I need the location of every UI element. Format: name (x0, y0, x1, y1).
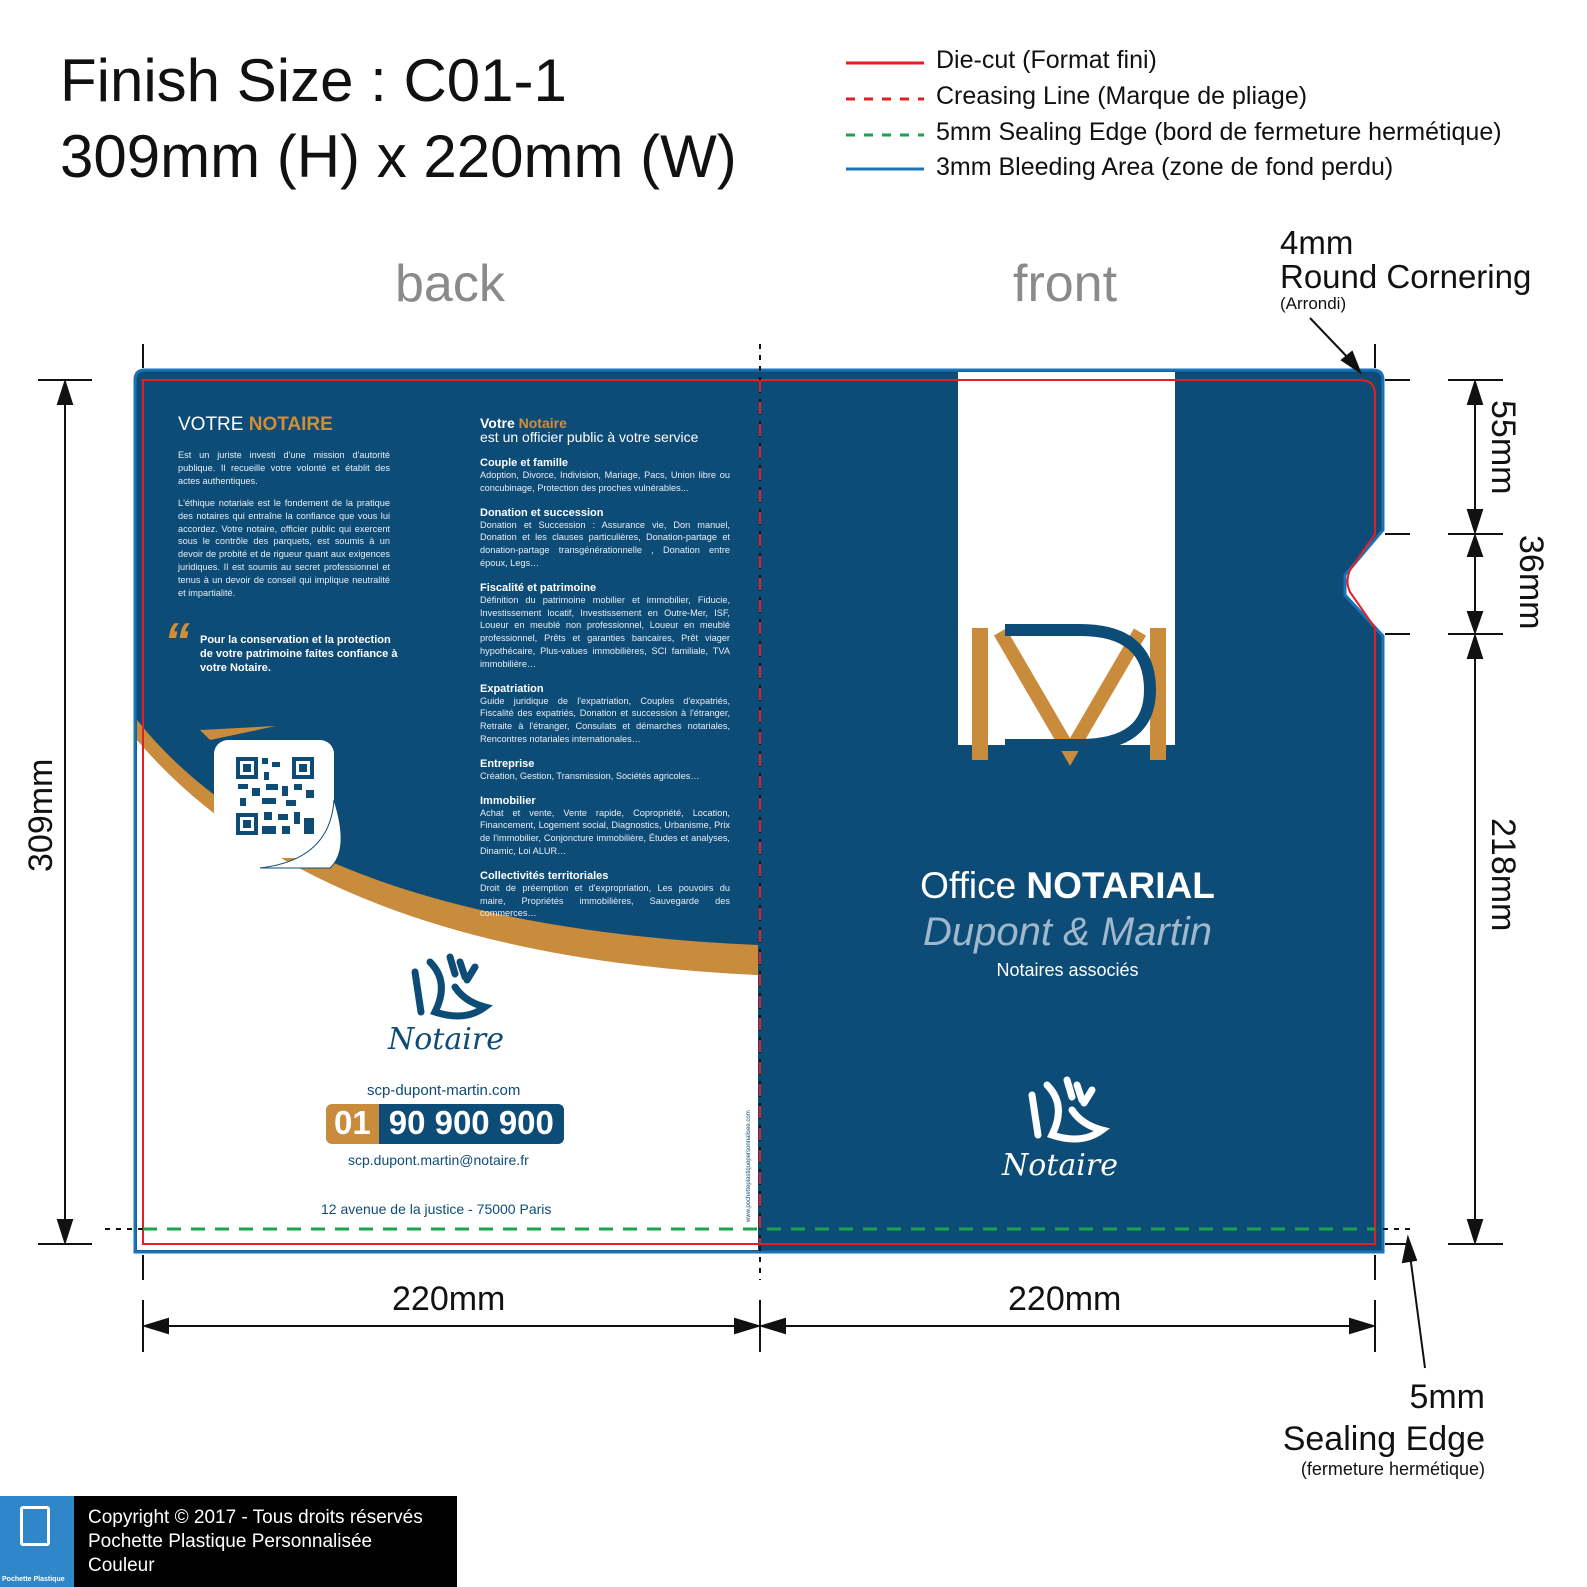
service-title: Entreprise (480, 757, 535, 770)
right-bottom-dimension: 218mm (1484, 818, 1522, 932)
back-label: back (395, 255, 505, 313)
footer-logo: Pochette Plastique (0, 1496, 74, 1587)
diecut-line (142, 379, 1376, 1245)
front-notaire-emblem-icon (1028, 1076, 1110, 1143)
service-title: Couple et famille (480, 457, 569, 469)
height-dimension: 309mm (22, 758, 60, 872)
front-subtitle: Notaires associés (996, 960, 1139, 980)
front-label: front (1013, 255, 1118, 313)
service-text: Adoption, Divorce, Indivision, Mariage, … (480, 470, 730, 493)
sealing-size: 5mm (1409, 1378, 1485, 1416)
sealing-title: Sealing Edge (1282, 1420, 1485, 1458)
title-line2: 309mm (H) x 220mm (W) (60, 123, 737, 190)
services-block: Votre Notaire est un officier public à v… (480, 415, 730, 919)
width-front-dimension: 220mm (1008, 1280, 1122, 1318)
corner-sub: (Arrondi) (1280, 294, 1347, 313)
back-heading: VOTRE NOTAIRE (178, 414, 333, 435)
service-title: Collectivités territoriales (480, 869, 609, 882)
quote-mark-icon: “ (164, 613, 190, 671)
width-back-dimension: 220mm (392, 1280, 506, 1318)
front-white-strip (958, 372, 1175, 745)
address: 12 avenue de la justice - 75000 Paris (321, 1201, 552, 1217)
service-title: Immobilier (480, 794, 536, 807)
right-top-dimension: 55mm (1484, 400, 1522, 495)
service-text: Achat et vente, Vente rapide, Copropriét… (480, 807, 730, 856)
website-link[interactable]: scp-dupont-martin.com (367, 1082, 521, 1099)
back-notaire-logo-text: Notaire (388, 1022, 504, 1057)
phone-number[interactable]: 01 90 900 900 (326, 1104, 564, 1144)
notaire-emblem-icon (411, 953, 493, 1020)
back-para1: Est un juriste investi d'une mission d'a… (178, 450, 390, 486)
corner-title: Round Cornering (1280, 258, 1532, 295)
front-names: Dupont & Martin (922, 910, 1213, 954)
corner-size: 4mm (1280, 224, 1354, 261)
right-mid-dimension: 36mm (1512, 535, 1550, 630)
service-text: Création, Gestion, Transmission, Société… (480, 770, 700, 781)
service-text: Droit de préemption et d'expropriation, … (480, 882, 730, 919)
service-title: Expatriation (480, 682, 544, 695)
legend-diecut: Die-cut (Format fini) (936, 46, 1157, 74)
sealing-sub: (fermeture hermétique) (1300, 1459, 1485, 1479)
qr-code-icon (236, 757, 314, 835)
email-link[interactable]: scp.dupont.martin@notaire.fr (348, 1152, 529, 1168)
legend-sealing: 5mm Sealing Edge (bord de fermeture herm… (936, 118, 1502, 146)
vertical-url: www.pochetteplastiquepersonnalisee.com (746, 1110, 752, 1222)
service-title: Fiscalité et patrimoine (480, 581, 597, 594)
service-text: Guide juridique de l'expatriation, Coupl… (480, 695, 730, 744)
title-line1: Finish Size : C01-1 (60, 47, 567, 114)
front-office-title: Office NOTARIAL (920, 865, 1215, 906)
monogram-logo (972, 624, 1166, 766)
front-notaire-logo-text: Notaire (1002, 1148, 1118, 1183)
service-title: Donation et succession (480, 506, 604, 519)
services-subtitle: est un officier public à votre service (480, 429, 699, 445)
gold-swoosh (137, 720, 758, 975)
pochette-icon (20, 1506, 50, 1546)
legend-crease: Creasing Line (Marque de pliage) (936, 82, 1308, 110)
legend-bleed: 3mm Bleeding Area (zone de fond perdu) (936, 153, 1394, 181)
back-para2: L'éthique notariale est le fondement de … (178, 498, 390, 598)
service-text: Définition du patrimoine mobilier et imm… (480, 594, 730, 669)
service-text: Donation et Succession : Assurance vie, … (480, 519, 730, 568)
footer-copyright: Copyright © 2017 - Tous droits réservés … (74, 1496, 457, 1587)
back-quote: Pour la conservation et la protection de… (200, 634, 398, 674)
